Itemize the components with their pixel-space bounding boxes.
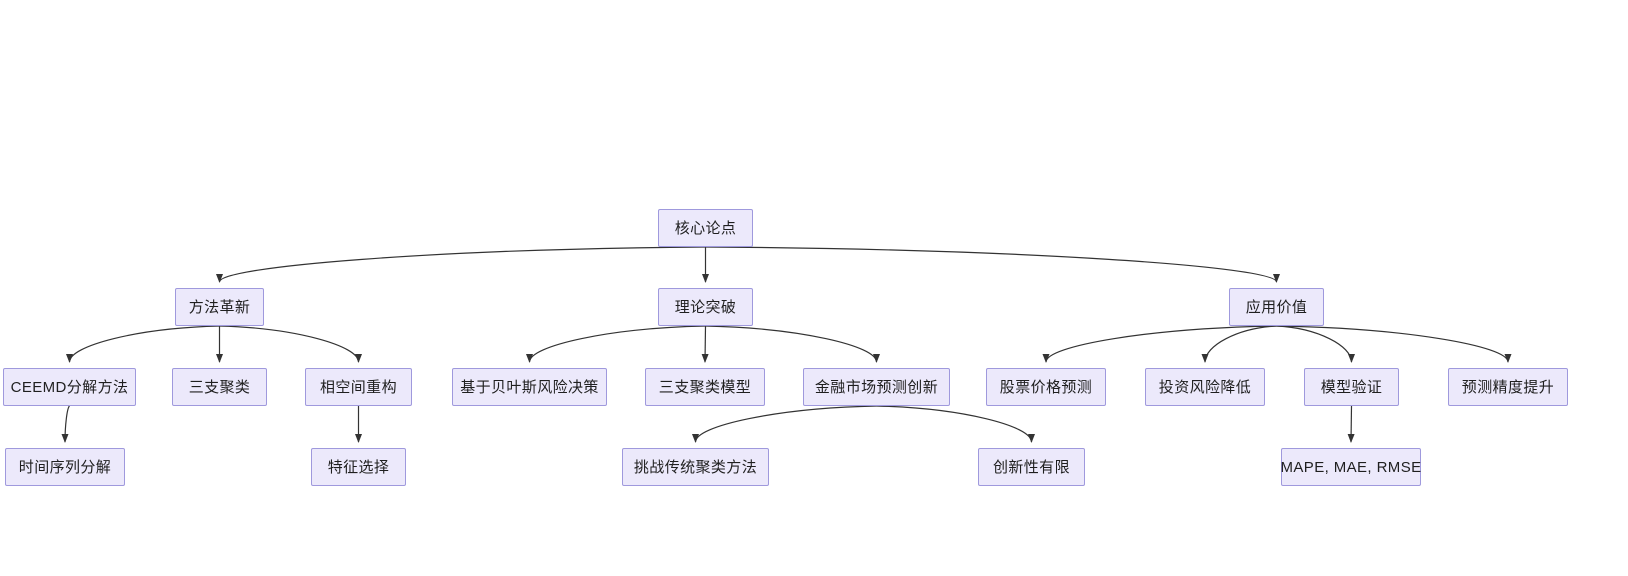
node-phase[interactable]: 相空间重构: [305, 368, 412, 406]
node-label: 预测精度提升: [1461, 378, 1555, 396]
node-metrics[interactable]: MAPE, MAE, RMSE: [1280, 448, 1422, 486]
node-label: 投资风险降低: [1158, 378, 1252, 396]
node-ceemd[interactable]: CEEMD分解方法: [3, 368, 136, 406]
node-label: 三支聚类: [188, 378, 251, 396]
edge-method-to-phase: [219, 325, 362, 363]
node-label: 三支聚类模型: [658, 378, 752, 396]
node-threeway[interactable]: 三支聚类: [172, 368, 267, 406]
edge-root-to-application: [705, 246, 1280, 283]
node-label: 核心论点: [674, 219, 737, 237]
node-label: MAPE, MAE, RMSE: [1280, 458, 1422, 476]
node-challenge[interactable]: 挑战传统聚类方法: [622, 448, 769, 486]
node-application[interactable]: 应用价值: [1229, 288, 1324, 326]
node-label: 时间序列分解: [18, 458, 112, 476]
node-label: 挑战传统聚类方法: [633, 458, 758, 476]
node-finance[interactable]: 金融市场预测创新: [803, 368, 950, 406]
node-label: 基于贝叶斯风险决策: [460, 378, 599, 396]
node-label: 应用价值: [1245, 298, 1308, 316]
node-threemodel[interactable]: 三支聚类模型: [645, 368, 765, 406]
node-method[interactable]: 方法革新: [175, 288, 264, 326]
edge-application-to-validate: [1276, 325, 1355, 363]
edge-root-to-method: [216, 246, 706, 283]
edge-paths: [61, 246, 1512, 443]
edge-theory-to-bayes: [526, 325, 706, 363]
edge-validate-to-metrics: [1347, 405, 1355, 443]
edge-finance-to-challenge: [692, 405, 877, 443]
node-bayes[interactable]: 基于贝叶斯风险决策: [452, 368, 607, 406]
node-label: 模型验证: [1320, 378, 1383, 396]
node-limited[interactable]: 创新性有限: [978, 448, 1085, 486]
node-accuracy[interactable]: 预测精度提升: [1448, 368, 1568, 406]
node-tsdecomp[interactable]: 时间序列分解: [5, 448, 125, 486]
edge-application-to-stock: [1042, 325, 1277, 363]
node-root[interactable]: 核心论点: [658, 209, 753, 247]
node-label: CEEMD分解方法: [10, 378, 129, 396]
node-label: 金融市场预测创新: [814, 378, 939, 396]
node-theory[interactable]: 理论突破: [658, 288, 753, 326]
node-riskdown[interactable]: 投资风险降低: [1145, 368, 1265, 406]
node-label: 股票价格预测: [999, 378, 1093, 396]
edge-finance-to-limited: [876, 405, 1035, 443]
node-feature[interactable]: 特征选择: [311, 448, 406, 486]
edge-ceemd-to-tsdecomp: [61, 405, 71, 443]
edge-method-to-ceemd: [66, 325, 220, 363]
node-label: 特征选择: [327, 458, 390, 476]
node-label: 方法革新: [188, 298, 251, 316]
node-label: 理论突破: [674, 298, 737, 316]
node-label: 相空间重构: [319, 378, 397, 396]
edge-application-to-accuracy: [1276, 325, 1512, 363]
node-validate[interactable]: 模型验证: [1304, 368, 1399, 406]
node-stock[interactable]: 股票价格预测: [986, 368, 1106, 406]
node-label: 创新性有限: [992, 458, 1070, 476]
edge-application-to-riskdown: [1201, 325, 1277, 363]
edge-theory-to-finance: [705, 325, 880, 363]
edge-theory-to-threemodel: [701, 325, 709, 363]
